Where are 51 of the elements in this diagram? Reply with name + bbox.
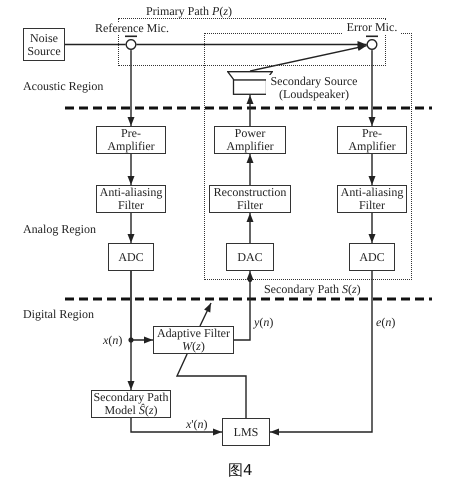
arrow [250, 44, 367, 72]
arrow [270, 271, 373, 436]
microphone-icon [125, 35, 137, 50]
figure-caption: 图4 [228, 461, 253, 479]
process-block [349, 243, 395, 271]
arrow [246, 213, 254, 243]
block-label: DAC [237, 250, 263, 264]
region-label: Digital Region [23, 307, 94, 321]
arrow [368, 50, 376, 126]
arrow [128, 50, 134, 126]
process-block [222, 418, 270, 446]
block-label: Pre-Amplifier [347, 127, 397, 153]
block-label: ADC [359, 250, 385, 264]
process-block [214, 126, 286, 154]
region-title: Secondary Path S(z) [264, 282, 361, 296]
block-label: Anti-aliasing Filter [98, 186, 164, 212]
process-block [108, 243, 154, 271]
block-label: Pre-Amplifier [106, 127, 156, 153]
arrow [128, 213, 134, 243]
microphone-icon [366, 35, 378, 50]
signal-label: x(n) [103, 333, 122, 347]
arrow [368, 213, 376, 243]
process-block [96, 126, 166, 154]
region-title: Primary Path P(z) [146, 4, 232, 18]
arrow [128, 154, 134, 185]
block-label: LMS [234, 426, 258, 438]
signal-label: x'(n) [186, 417, 208, 431]
signal-label: y(n) [254, 315, 274, 329]
mic-label: Error Mic. [343, 21, 401, 34]
block-label: Secondary Path Model Ŝ(z) [92, 391, 170, 417]
arrow [368, 154, 376, 185]
arrow [128, 271, 134, 390]
arrow [130, 418, 222, 436]
process-block [226, 243, 274, 271]
process-block [337, 126, 407, 154]
block-label: Noise Source [26, 32, 62, 58]
connector-line [176, 354, 247, 418]
region-label: Acoustic Region [23, 79, 104, 93]
block-label: Reconstruction Filter [212, 186, 288, 212]
signal-label: e(n) [376, 315, 396, 329]
block-label: ADC [118, 250, 144, 264]
region-label: Analog Region [23, 222, 96, 236]
speaker-icon [227, 71, 273, 95]
arrow [246, 154, 254, 185]
block-label: Adaptive Filter W(z) [156, 327, 231, 353]
block-label: Anti-aliasing Filter [340, 186, 404, 212]
block-label: Power Amplifier [225, 127, 275, 153]
connector-line [65, 44, 126, 46]
arrow [234, 271, 254, 341]
arrow [136, 41, 366, 48]
arrow [246, 95, 254, 126]
